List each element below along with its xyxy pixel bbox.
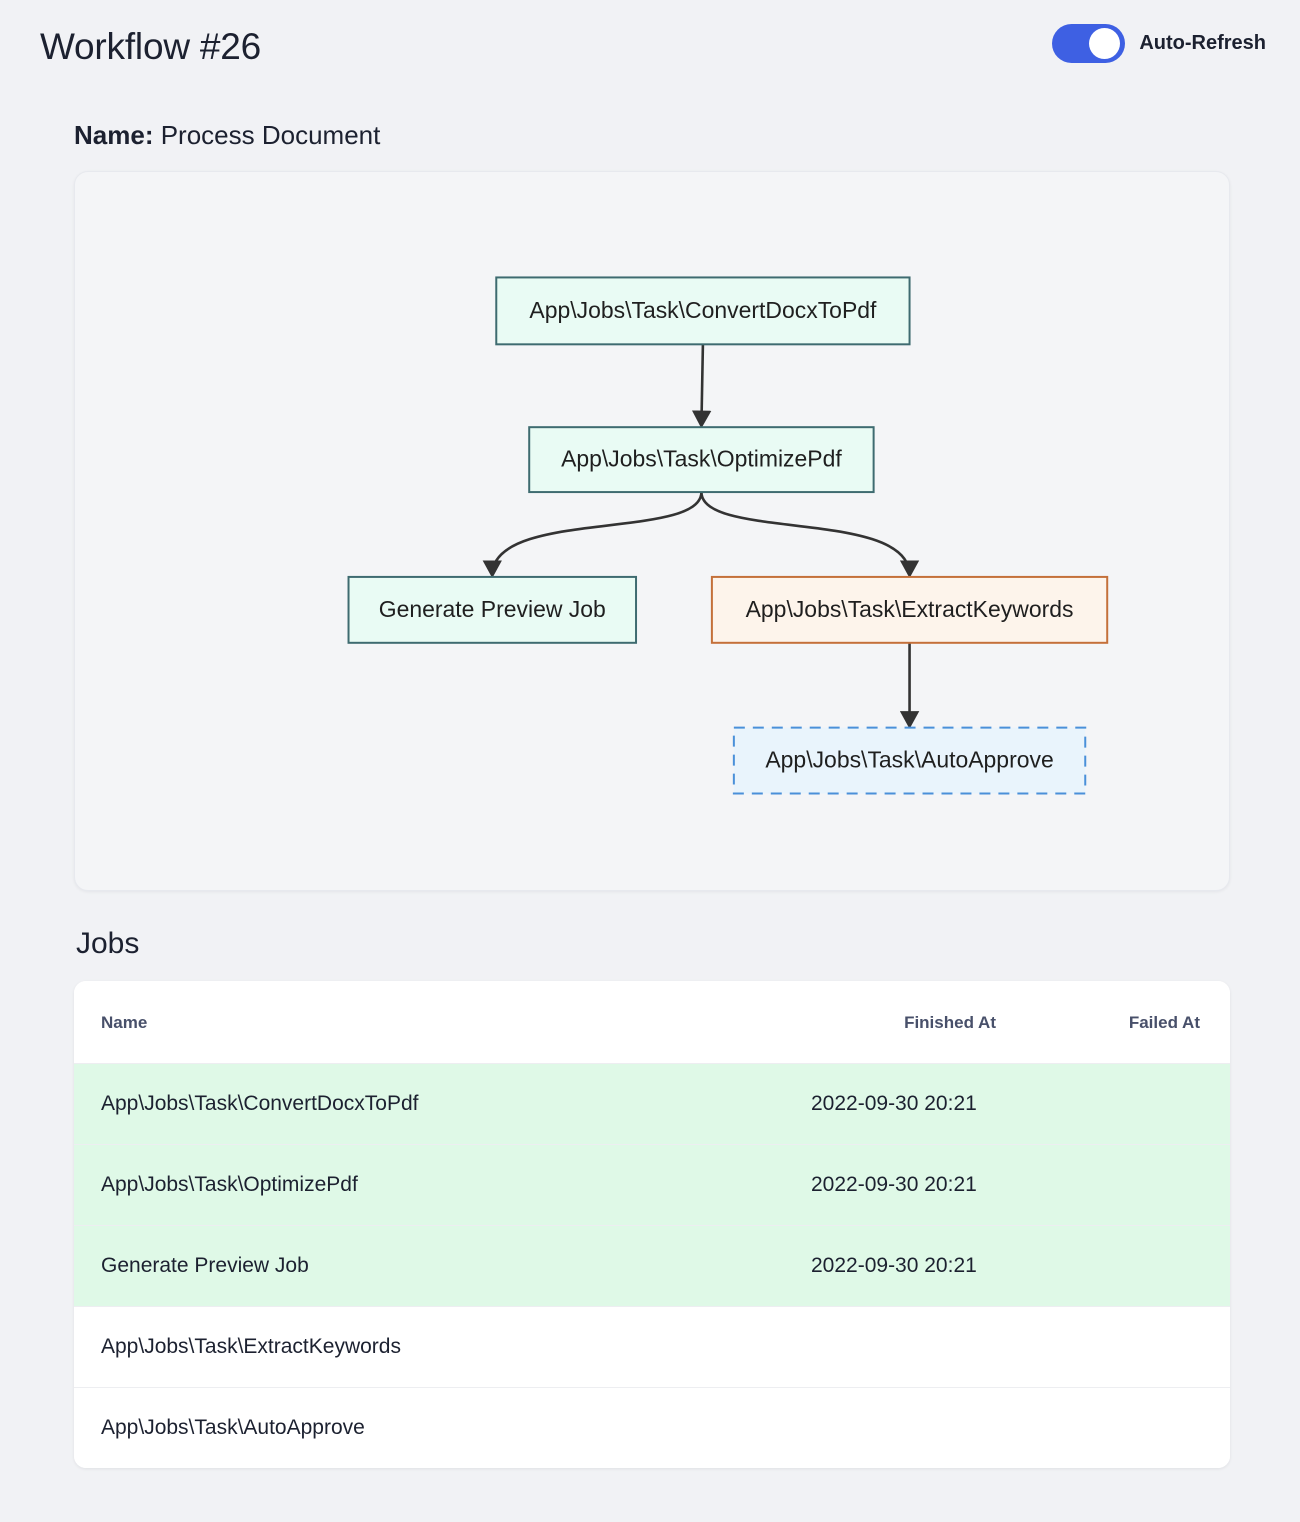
graph-node-extract[interactable]: App\Jobs\Task\ExtractKeywords [710,575,1109,644]
page-title: Workflow #26 [40,26,262,67]
graph-node-label-optimize: App\Jobs\Task\OptimizePdf [561,446,842,472]
graph-node-preview[interactable]: Generate Preview Job [347,575,638,644]
graph-node-optimize[interactable]: App\Jobs\Task\OptimizePdf [528,426,875,494]
main-content: Name: Process Document App\Jobs\Task\Con… [0,120,1300,1468]
cell-finished-at [801,1306,1010,1388]
page-header: Workflow #26 Auto-Refresh [0,0,1300,92]
workflow-name-value: Process Document [160,120,381,150]
graph-node-label-preview: Generate Preview Job [379,596,606,622]
cell-finished-at: 2022-09-30 20:21 [801,1144,1010,1226]
workflow-name-key: Name: [74,120,154,150]
auto-refresh-toggle[interactable] [1052,24,1126,63]
cell-finished-at: 2022-09-30 20:21 [801,1225,1010,1307]
cell-failed-at [1010,1144,1230,1226]
cell-job-name: Generate Preview Job [74,1225,801,1307]
cell-failed-at [1010,1387,1230,1468]
table-row[interactable]: App\Jobs\Task\AutoApprove [74,1387,1230,1468]
graph-node-convert[interactable]: App\Jobs\Task\ConvertDocxToPdf [495,276,911,346]
workflow-name-line: Name: Process Document [74,120,1230,151]
cell-finished-at [801,1387,1010,1468]
auto-refresh-label: Auto-Refresh [1139,32,1266,54]
graph-edge-convert-to-optimize [691,344,712,429]
graph-edges [482,344,920,729]
toggle-knob [1089,28,1121,59]
graph-node-label-extract: App\Jobs\Task\ExtractKeywords [746,596,1074,622]
cell-job-name: App\Jobs\Task\OptimizePdf [74,1144,801,1226]
auto-refresh-control[interactable]: Auto-Refresh [1052,24,1266,63]
cell-failed-at [1010,1063,1230,1145]
graph-node-label-approve: App\Jobs\Task\AutoApprove [765,747,1053,773]
column-header-name[interactable]: Name [74,981,801,1064]
graph-edge-optimize-to-extract [700,491,920,579]
graph-node-label-convert: App\Jobs\Task\ConvertDocxToPdf [529,297,877,323]
graph-node-box-approve [732,726,1087,795]
graph-node-box-extract [710,575,1109,644]
graph-node-box-preview [347,575,638,644]
jobs-table-header-row: Name Finished At Failed At [74,981,1230,1064]
workflow-graph: App\Jobs\Task\ConvertDocxToPdfApp\Jobs\T… [347,276,1109,795]
jobs-table-card: Name Finished At Failed At App\Jobs\Task… [74,981,1230,1468]
table-row[interactable]: App\Jobs\Task\ExtractKeywords [74,1306,1230,1388]
cell-finished-at: 2022-09-30 20:21 [801,1063,1010,1145]
column-header-finished-at[interactable]: Finished At [801,981,1010,1064]
cell-job-name: App\Jobs\Task\AutoApprove [74,1387,801,1468]
cell-job-name: App\Jobs\Task\ConvertDocxToPdf [74,1063,801,1145]
jobs-table: Name Finished At Failed At App\Jobs\Task… [74,981,1230,1468]
jobs-table-head: Name Finished At Failed At [74,981,1230,1064]
graph-node-box-optimize [528,426,875,494]
jobs-heading: Jobs [76,927,140,960]
graph-edge-optimize-to-preview [482,491,703,579]
graph-nodes: App\Jobs\Task\ConvertDocxToPdfApp\Jobs\T… [347,276,1109,795]
cell-job-name: App\Jobs\Task\ExtractKeywords [74,1306,801,1388]
graph-node-approve[interactable]: App\Jobs\Task\AutoApprove [732,726,1087,795]
cell-failed-at [1010,1306,1230,1388]
cell-failed-at [1010,1225,1230,1307]
column-header-failed-at[interactable]: Failed At [1010,981,1230,1064]
graph-node-box-convert [495,276,911,346]
